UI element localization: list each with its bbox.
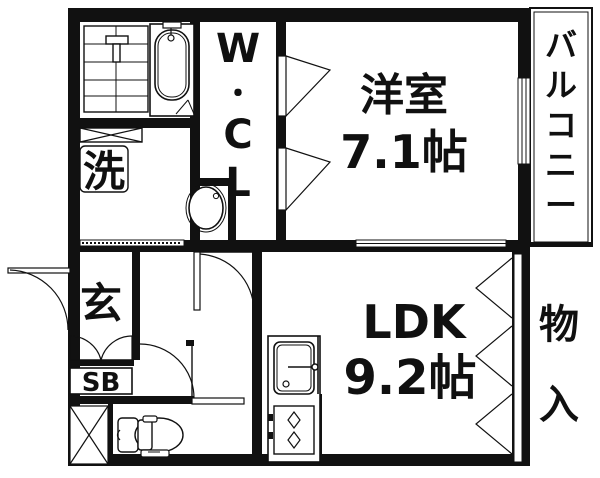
wall-basin-nib-right xyxy=(228,178,236,242)
storage-label-char-0: 物 xyxy=(539,302,579,348)
entrance-door-jamb-top xyxy=(68,262,78,270)
vanity-basin xyxy=(188,186,224,230)
balcony-label-char-4: ー xyxy=(545,186,577,224)
bedroom-name-label: 洋室 xyxy=(360,70,448,121)
entrance-label: 玄 xyxy=(80,279,122,328)
door-layer xyxy=(7,55,531,463)
wall-wcl-bedroom xyxy=(276,8,286,246)
wall-toilet-divider xyxy=(108,404,113,466)
storage-folding-door-2 xyxy=(475,325,513,387)
shoebox-label: SB xyxy=(82,368,121,398)
wcl-label-char-2: C xyxy=(223,112,252,158)
storage-label-char-1: 入 xyxy=(539,382,579,428)
washer-label: 洗 xyxy=(83,147,125,196)
bath-faucet xyxy=(105,35,129,45)
wall-bath-bottom xyxy=(68,118,200,128)
entrance-inner-door-right xyxy=(100,335,133,361)
wall-entrance-sb xyxy=(68,360,134,366)
hall-door-swing-arc xyxy=(199,253,255,311)
toilet-door-leaf xyxy=(191,397,245,405)
stove-knob-2 xyxy=(268,432,273,439)
washing-machine-space xyxy=(79,145,129,193)
exterior-wall-top xyxy=(68,8,530,22)
balcony-edge-bottom xyxy=(530,242,592,246)
kitchen-faucet xyxy=(311,363,319,371)
wall-sb-bottom xyxy=(68,396,194,404)
bedroom-area-label: 7.1帖 xyxy=(340,125,468,179)
toilet-door-head xyxy=(186,340,194,346)
vanity-basin-rim xyxy=(185,183,227,233)
entrance-door-swing-arc xyxy=(9,269,69,331)
wcl-label-char-0: W xyxy=(216,26,260,72)
bathtub-inner xyxy=(157,32,187,98)
balcony-label-char-1: ル xyxy=(545,66,577,104)
wcl-label-char-1: ・ xyxy=(223,77,253,112)
wcl-folding-door-lower xyxy=(285,147,332,211)
balcony-label-char-3: ニ xyxy=(545,146,577,184)
stove-knob-1 xyxy=(268,414,273,421)
wall-basin-nib-top xyxy=(190,178,236,186)
storage-door-frame xyxy=(513,253,523,463)
entrance-door-leaf xyxy=(7,267,71,274)
ldk-area-label: 9.2帖 xyxy=(343,350,476,406)
fixture-layer xyxy=(69,21,321,465)
bathtub-corner-detail xyxy=(175,99,195,115)
kitchen-sink-inner xyxy=(276,344,312,392)
toilet-seat-back xyxy=(137,419,153,451)
wcl-door-panel-lower xyxy=(277,147,287,211)
shower-head-icon xyxy=(167,34,175,42)
balcony-label-char-0: バ xyxy=(545,26,577,64)
toilet-tank-detail xyxy=(116,429,121,441)
entrance-inner-door-left xyxy=(69,335,102,361)
shower-mixer xyxy=(162,21,182,29)
wall-entrance-right xyxy=(132,252,140,360)
wall-corridor-ldk xyxy=(252,252,262,466)
stove-burner-1 xyxy=(287,411,301,429)
toilet-base xyxy=(140,449,170,458)
shoe-box-outline xyxy=(69,367,133,395)
balcony-label-char-2: コ xyxy=(545,106,577,144)
stove-burner-2 xyxy=(287,431,301,449)
vanity-faucet xyxy=(212,192,220,200)
storage-folding-door-3 xyxy=(475,393,513,455)
balcony-sash-frame xyxy=(517,77,531,165)
kitchen-drain xyxy=(282,380,290,388)
storage-folding-door-1 xyxy=(475,257,513,319)
hall-door-leaf xyxy=(193,251,201,311)
bath-door-fold-b xyxy=(79,127,143,143)
kitchen-sink xyxy=(273,341,315,395)
entrance-door-jamb-bottom xyxy=(68,330,78,338)
bath-faucet-spout xyxy=(112,43,121,63)
wcl-label-char-3: L xyxy=(225,160,251,206)
ldk-name-label: LDK xyxy=(362,295,467,349)
toilet-lever xyxy=(142,415,158,423)
wcl-folding-door-upper xyxy=(285,55,332,117)
bathtub xyxy=(154,29,190,101)
wcl-door-panel-upper xyxy=(277,55,287,117)
toilet-door-swing-arc xyxy=(139,343,195,399)
toilet-void-cross-b xyxy=(69,405,109,465)
